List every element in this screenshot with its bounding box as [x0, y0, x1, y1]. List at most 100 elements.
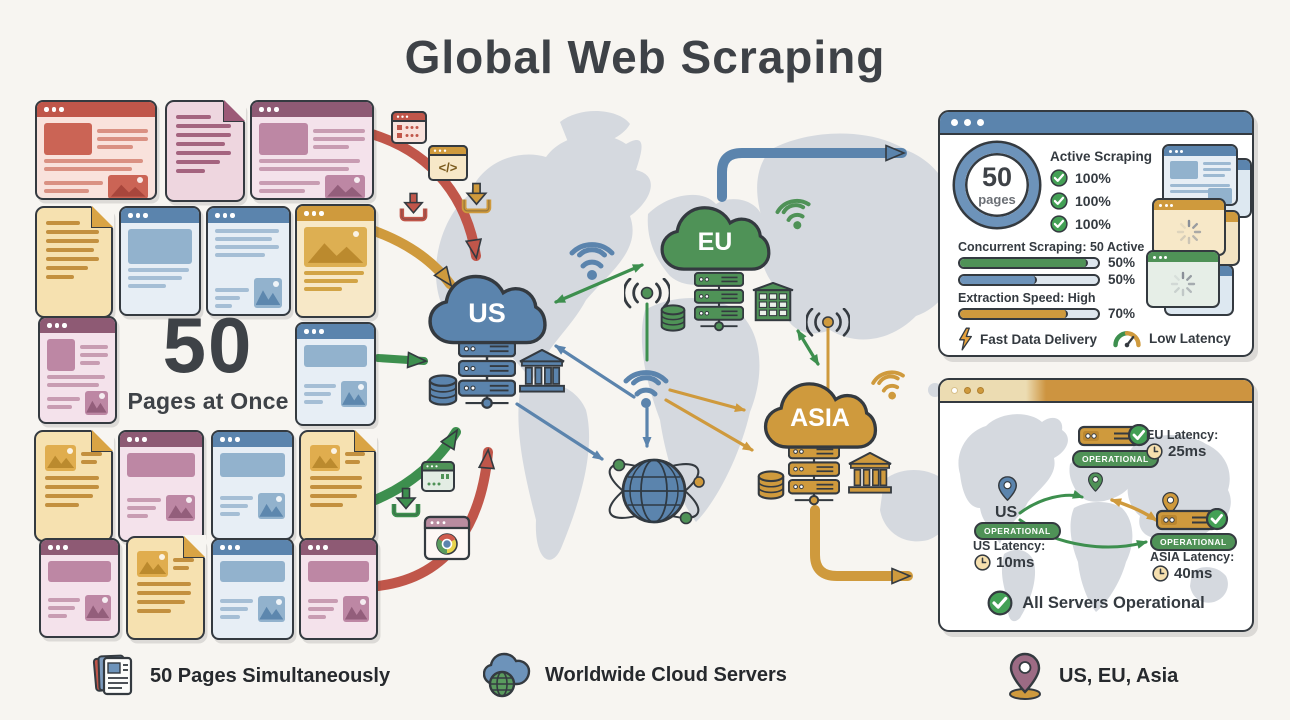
region-eu: EU [660, 206, 794, 332]
region-us: US [428, 274, 565, 409]
wifi-icon [869, 367, 910, 406]
webpage-thumbnail [250, 100, 374, 200]
ring-unit: pages [978, 191, 1016, 207]
big-count-label: Pages at Once [127, 388, 289, 415]
preview-browser-loading-green [1146, 250, 1220, 308]
mini-browser-icon [421, 461, 455, 492]
active-scraping-rows: 100% 100% 100% [1050, 169, 1111, 233]
bank-icon [848, 452, 892, 494]
window-dot [951, 119, 958, 126]
database-icon [428, 374, 458, 406]
region-label: EU [698, 228, 733, 256]
clock-icon [1152, 565, 1169, 582]
status-panel-titlebar [940, 112, 1252, 135]
progress-row: 70% [958, 306, 1135, 321]
download-icon [402, 193, 425, 219]
arrow-grid-to-us-red [363, 128, 476, 261]
active-row: 100% [1050, 169, 1111, 187]
arrow-eu-to-status-panel [717, 153, 907, 202]
progress-label: 70% [1108, 306, 1136, 321]
window-dot [977, 119, 984, 126]
document-thumbnail [299, 429, 377, 542]
map-pin-icon [1009, 652, 1041, 700]
chrome-browser-icon [423, 515, 471, 561]
all-servers-footer: All Servers Operational [940, 590, 1252, 616]
low-latency-label: Low Latency [1149, 330, 1231, 346]
world-map [435, 110, 974, 560]
webpage-thumbnail [35, 100, 157, 200]
server-stack-icon [788, 444, 840, 506]
webpage-thumbnail [118, 430, 204, 542]
preview-browser-blue [1162, 144, 1238, 206]
check-icon [987, 590, 1014, 616]
building-icon [752, 282, 794, 322]
active-row-value: 100% [1075, 216, 1111, 232]
cloud-globe-icon [483, 652, 531, 698]
speed-title: Extraction Speed: High [958, 291, 1096, 305]
link-us-to-globe-blue [515, 402, 604, 461]
database-icon [757, 470, 785, 500]
check-icon [1050, 169, 1068, 187]
legend-label: US, EU, Asia [1059, 664, 1179, 687]
big-count-number: 50 [162, 301, 254, 389]
progress-row: 50% [958, 255, 1135, 270]
link-wifi-to-asia-orange-2 [664, 398, 754, 452]
legend-pages: 50 Pages Simultaneously [92, 652, 390, 700]
server-chip-asia [1156, 508, 1229, 531]
database-icon [660, 304, 686, 332]
webpage-thumbnail [295, 322, 376, 426]
pages-ring-badge: 50 pages [955, 143, 1039, 227]
link-wifi-to-us-blue [554, 344, 636, 399]
us-latency-label: US Latency: [973, 539, 1046, 553]
fast-delivery-label: Fast Data Delivery [980, 331, 1098, 347]
status-pill-asia: OPERATIONAL [1150, 533, 1237, 551]
status-pill-eu: OPERATIONAL [1072, 450, 1159, 468]
region-asia: ASIA [757, 382, 892, 506]
clock-icon [974, 554, 991, 571]
status-pill-us: OPERATIONAL [974, 522, 1061, 540]
document-thumbnail [165, 99, 246, 202]
preview-browser-loading-orange [1152, 198, 1226, 256]
document-thumbnail [34, 429, 114, 542]
active-scraping-title: Active Scraping [1050, 149, 1153, 164]
progress-bar [958, 273, 1100, 286]
window-dot [977, 387, 984, 394]
check-icon [1050, 215, 1068, 233]
pin-eu [1088, 472, 1103, 492]
progress-bar [958, 256, 1100, 269]
progress-bar [958, 307, 1100, 320]
latency-panel: OPERATIONAL EU Latency: 25ms US OPERATIO… [938, 378, 1254, 632]
us-name: US [995, 504, 1018, 521]
clock-icon [1146, 443, 1163, 460]
progress-label: 50% [1108, 255, 1136, 270]
latency-panel-titlebar [940, 380, 1252, 403]
webpage-thumbnail [39, 538, 120, 638]
legend-locations: US, EU, Asia [1005, 652, 1178, 700]
eu-latency-value: 25ms [1146, 443, 1206, 460]
webpage-thumbnail [295, 204, 376, 318]
arrow-grid-to-us-green-straight [374, 358, 424, 361]
big-count: 50 Pages at Once [122, 301, 294, 415]
status-panel: 50 pages Active Scraping 100% 100% 100% … [938, 110, 1254, 357]
link-wifi-to-asia-orange [668, 388, 746, 412]
fast-delivery-item: Fast Data Delivery [958, 327, 1097, 351]
page-title: Global Web Scraping [404, 31, 886, 83]
webpage-thumbnail [211, 430, 294, 540]
us-latency-value: 10ms [974, 554, 1034, 571]
link-eu-asia-green [796, 329, 820, 366]
webpage-thumbnail [299, 538, 378, 640]
webpage-thumbnail [206, 206, 291, 316]
window-dot [964, 119, 971, 126]
ring-value: 50 [981, 161, 1013, 192]
check-icon [1050, 192, 1068, 210]
window-dot [964, 387, 971, 394]
mini-browser-icon [391, 111, 427, 144]
scatter-icons: </> [391, 111, 910, 561]
active-row-value: 100% [1075, 193, 1111, 209]
concurrent-title: Concurrent Scraping: 50 Active [958, 240, 1145, 254]
pin-us [998, 476, 1017, 501]
legend-label: Worldwide Cloud Servers [545, 663, 787, 686]
document-thumbnail [35, 205, 114, 318]
